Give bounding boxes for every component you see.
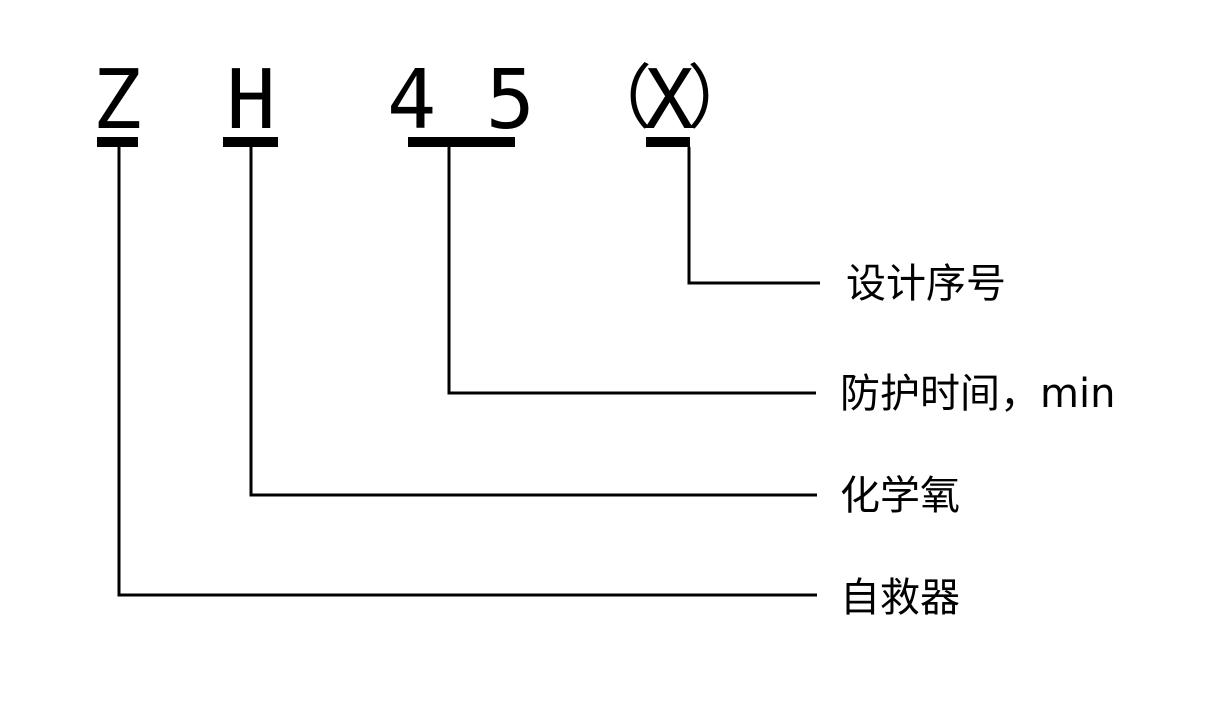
- code-number-45: 4 5: [387, 53, 535, 148]
- code-close-paren: ）: [687, 57, 757, 139]
- label-protection-time: 防护时间，min: [840, 371, 1115, 417]
- underline-x: [646, 137, 690, 147]
- code-letter-x: X: [644, 53, 693, 148]
- label-design-serial: 设计序号: [846, 261, 1006, 307]
- code-open-paren: （: [582, 57, 652, 139]
- leader-line-self-rescuer: [117, 147, 817, 597]
- code-letter-z: Z: [92, 53, 141, 148]
- underline-z: [97, 137, 138, 147]
- label-chemical-oxygen: 化学氧: [840, 473, 960, 519]
- leader-line-protection-time: [447, 147, 816, 395]
- leader-line-chemical-oxygen: [249, 147, 817, 497]
- underline-45: [408, 137, 515, 147]
- code-letter-h: H: [226, 53, 275, 148]
- label-self-rescuer: 自救器: [840, 575, 960, 621]
- underline-h: [223, 137, 278, 147]
- leader-line-design-serial: [687, 147, 820, 285]
